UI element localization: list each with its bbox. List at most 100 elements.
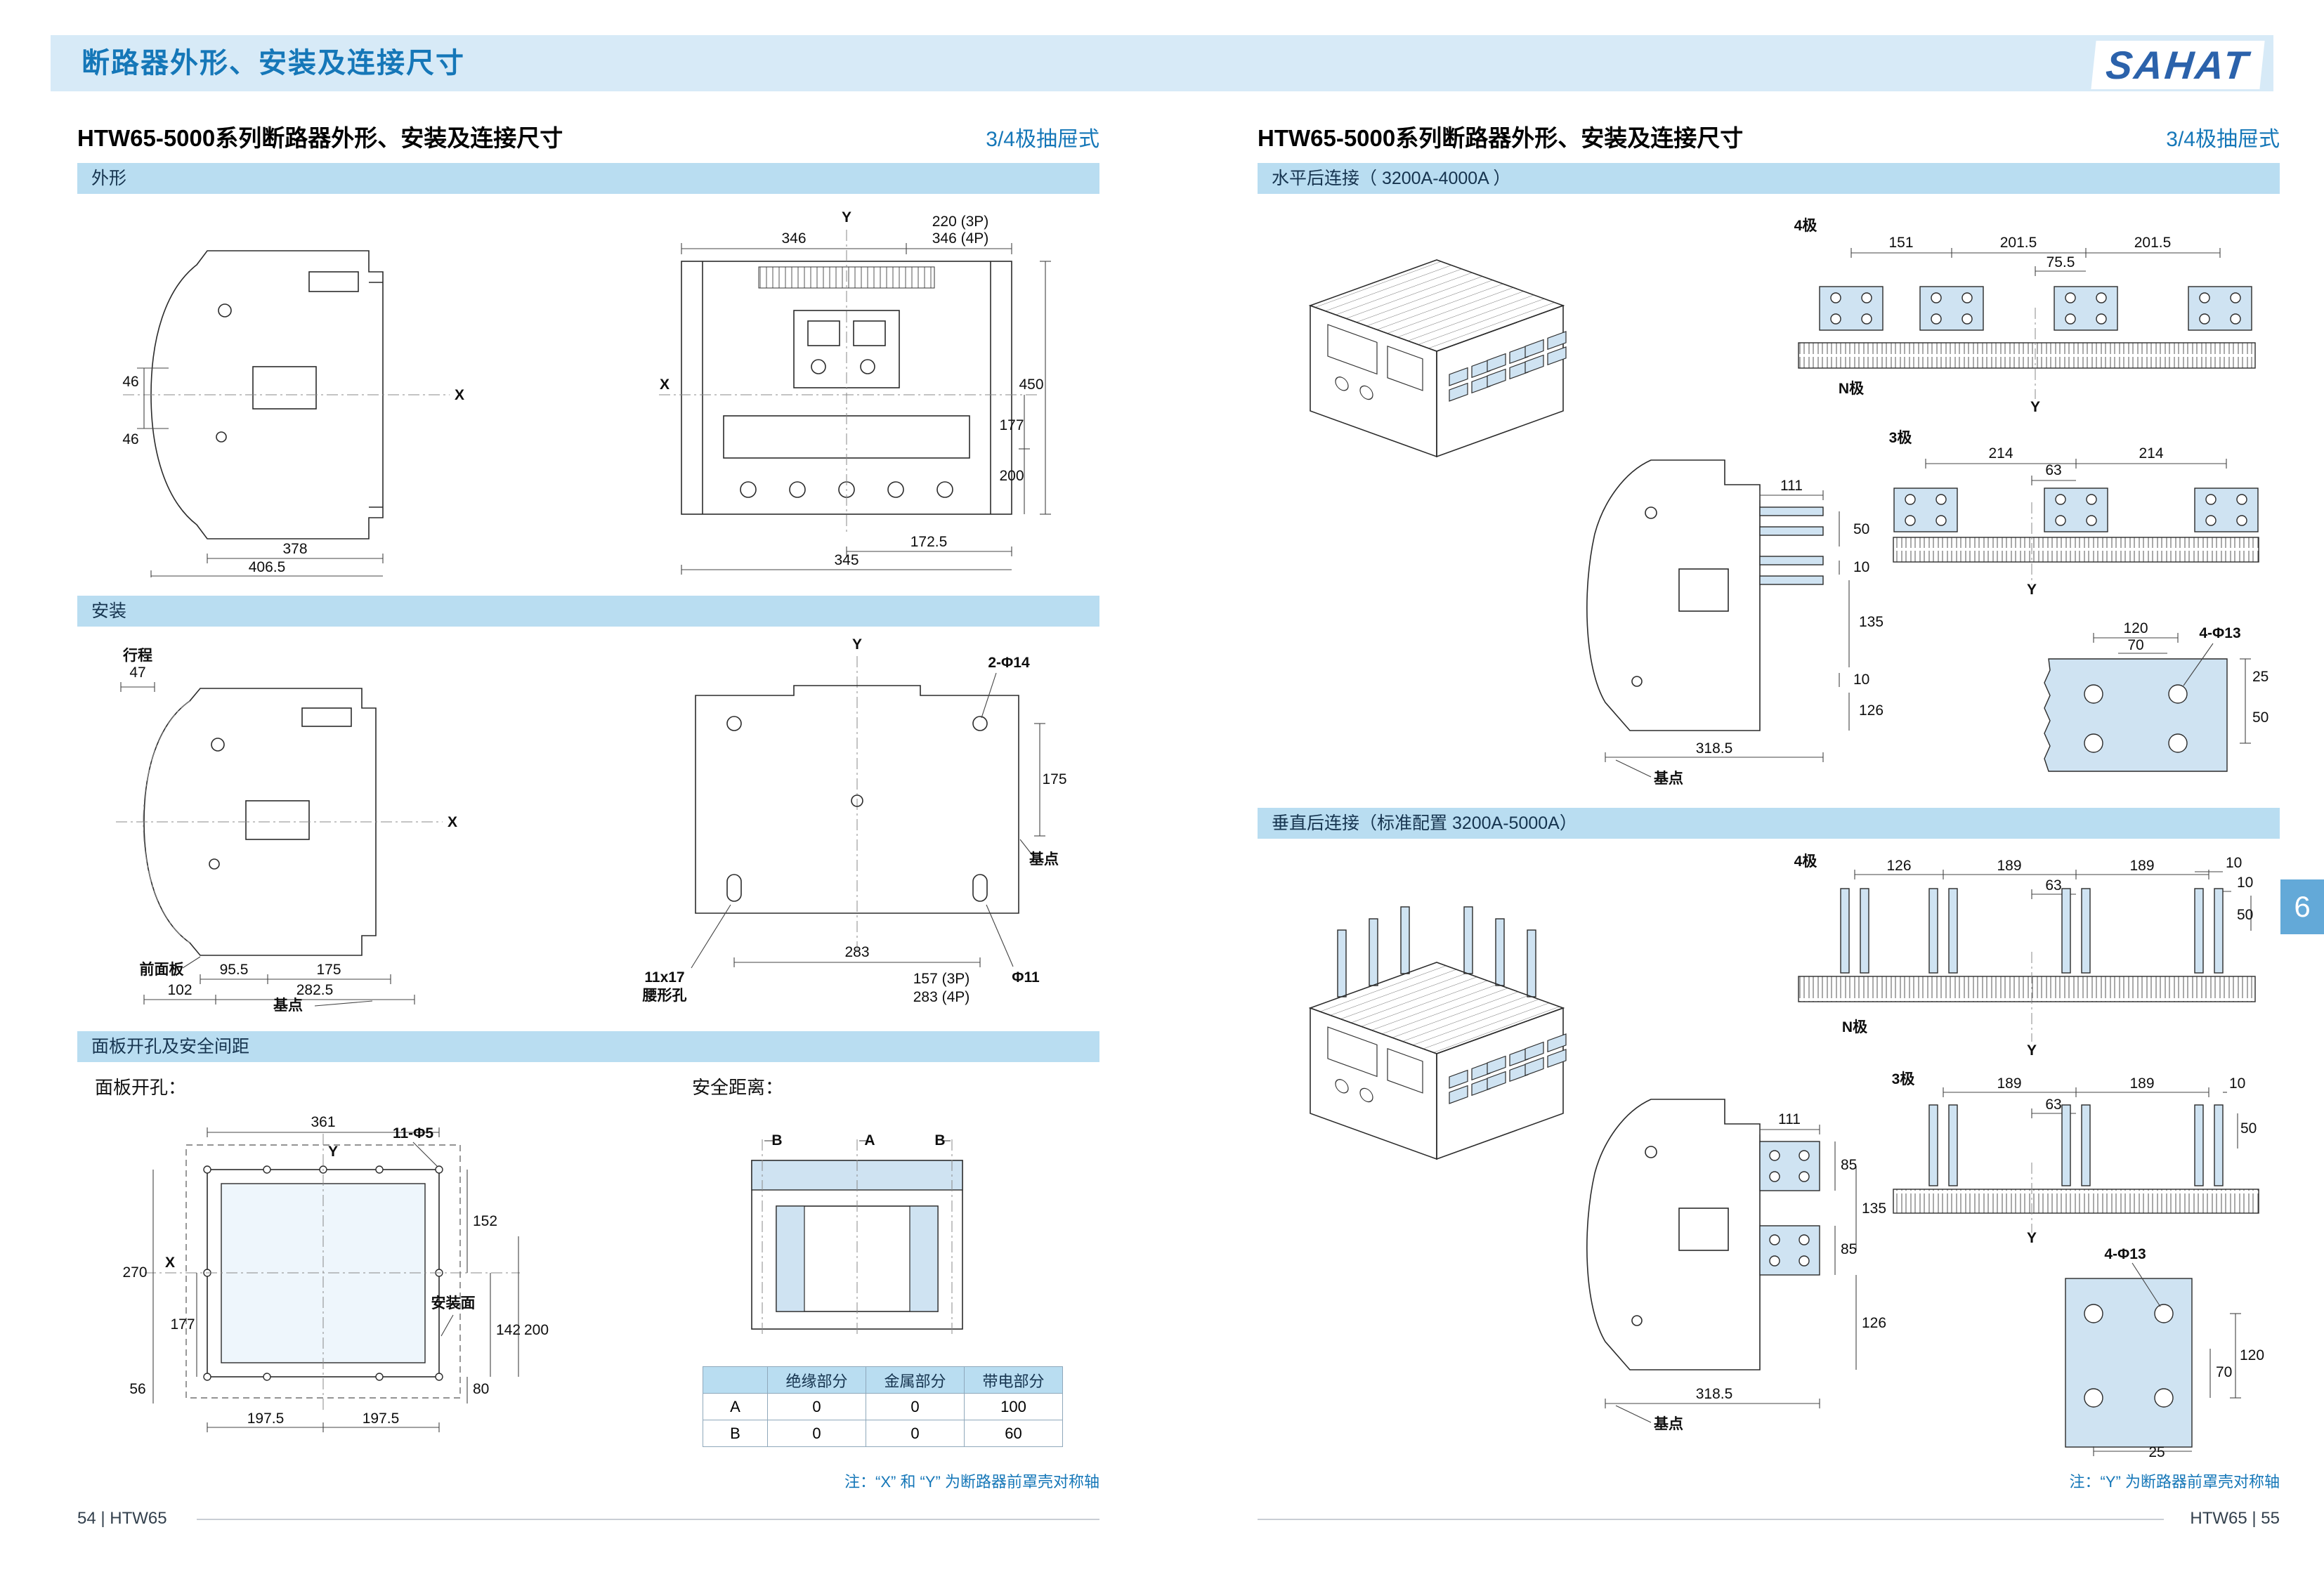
svg-text:152: 152 <box>473 1213 497 1229</box>
svg-text:3极: 3极 <box>1892 1071 1916 1087</box>
svg-text:361: 361 <box>311 1114 335 1130</box>
svg-text:135: 135 <box>1862 1200 1886 1217</box>
svg-text:157 (3P): 157 (3P) <box>913 971 970 987</box>
svg-text:120: 120 <box>2123 620 2148 636</box>
svg-text:50: 50 <box>2240 1120 2257 1137</box>
page-header: 断路器外形、安装及连接尺寸 <box>51 35 2273 91</box>
svg-text:4极: 4极 <box>1794 853 1818 870</box>
svg-text:177: 177 <box>170 1316 195 1333</box>
bus-pad-group <box>1819 286 2252 331</box>
svg-text:25: 25 <box>2252 669 2268 685</box>
svg-text:基点: 基点 <box>273 997 303 1012</box>
section-bar-outline: 外形 <box>77 163 1099 194</box>
section-bar-vertical-rear: 垂直后连接（标准配置 3200A-5000A） <box>1258 808 2280 839</box>
svg-text:95.5: 95.5 <box>220 962 249 978</box>
table-row: A 0 0 100 <box>703 1393 1063 1420</box>
table-cell: 0 <box>767 1420 866 1447</box>
table-header-cell: 绝缘部分 <box>767 1366 866 1394</box>
svg-text:220 (3P): 220 (3P) <box>932 214 989 230</box>
svg-text:346 (4P): 346 (4P) <box>932 230 989 247</box>
svg-text:10: 10 <box>2226 855 2242 871</box>
svg-text:Y: Y <box>328 1144 338 1160</box>
svg-text:200: 200 <box>999 468 1024 484</box>
left-page-footer: 54 | HTW65 <box>77 1509 167 1528</box>
svg-text:63: 63 <box>2045 1097 2061 1113</box>
svg-text:102: 102 <box>167 982 192 998</box>
svg-text:10: 10 <box>2229 1075 2245 1092</box>
svg-text:腰形孔: 腰形孔 <box>642 988 687 1004</box>
right-page-title: HTW65-5000系列断路器外形、安装及连接尺寸 <box>1258 125 1744 151</box>
svg-text:126: 126 <box>1862 1315 1886 1331</box>
svg-text:4-Φ13: 4-Φ13 <box>2104 1246 2146 1262</box>
svg-text:450: 450 <box>1019 377 1043 393</box>
svg-text:63: 63 <box>2045 877 2061 894</box>
table-header-cell: 带电部分 <box>964 1366 1063 1394</box>
svg-text:318.5: 318.5 <box>1696 740 1733 757</box>
svg-text:基点: 基点 <box>1029 851 1059 868</box>
svg-text:201.5: 201.5 <box>2000 235 2037 251</box>
svg-text:50: 50 <box>1853 521 1869 537</box>
svg-text:25: 25 <box>2148 1444 2165 1460</box>
svg-text:56: 56 <box>129 1381 145 1397</box>
svg-text:126: 126 <box>1886 858 1911 874</box>
svg-text:283: 283 <box>844 944 869 960</box>
svg-text:4-Φ13: 4-Φ13 <box>2199 625 2240 641</box>
table-cell: 0 <box>767 1393 866 1420</box>
svg-text:197.5: 197.5 <box>247 1411 285 1427</box>
svg-text:X: X <box>448 814 457 830</box>
table-header-cell: 金属部分 <box>866 1366 965 1394</box>
svg-text:Y: Y <box>2030 399 2040 413</box>
svg-text:X: X <box>660 377 670 393</box>
svg-text:Φ11: Φ11 <box>1012 969 1040 986</box>
svg-text:200: 200 <box>524 1322 549 1338</box>
svg-text:80: 80 <box>473 1381 489 1397</box>
svg-text:B: B <box>771 1132 782 1149</box>
left-page-title-row: HTW65-5000系列断路器外形、安装及连接尺寸 3/4极抽屉式 <box>77 119 1099 153</box>
svg-text:175: 175 <box>1042 771 1066 787</box>
svg-text:安装面: 安装面 <box>431 1295 476 1311</box>
svg-text:46: 46 <box>122 374 138 390</box>
horizontal-rear-isometric-drawing <box>1308 259 1567 458</box>
vertical-bus-bars <box>1840 888 2224 974</box>
svg-text:Y: Y <box>842 209 851 225</box>
svg-text:189: 189 <box>1997 858 2021 874</box>
svg-text:X: X <box>165 1255 175 1271</box>
svg-text:Y: Y <box>852 636 862 653</box>
svg-text:111: 111 <box>1780 478 1803 494</box>
svg-text:11x17: 11x17 <box>644 969 684 986</box>
svg-text:175: 175 <box>316 962 341 978</box>
safety-distance-table: 绝缘部分 金属部分 带电部分 A 0 0 100 B 0 0 60 <box>703 1366 1063 1447</box>
svg-text:2-Φ14: 2-Φ14 <box>988 655 1030 671</box>
svg-text:10: 10 <box>1853 559 1869 575</box>
svg-text:50: 50 <box>2237 907 2253 923</box>
chapter-tab: 6 <box>2280 879 2324 934</box>
table-cell: 100 <box>964 1393 1063 1420</box>
svg-text:4极: 4极 <box>1794 218 1818 234</box>
right-page-footer: HTW65 | 55 <box>2190 1509 2280 1528</box>
svg-text:172.5: 172.5 <box>910 534 948 550</box>
svg-text:B: B <box>934 1132 945 1149</box>
svg-text:基点: 基点 <box>1654 1415 1683 1432</box>
svg-text:346: 346 <box>781 230 806 247</box>
table-header-cell <box>703 1366 768 1394</box>
left-footer-rule <box>197 1519 1099 1520</box>
svg-text:11-Φ5: 11-Φ5 <box>393 1125 433 1141</box>
